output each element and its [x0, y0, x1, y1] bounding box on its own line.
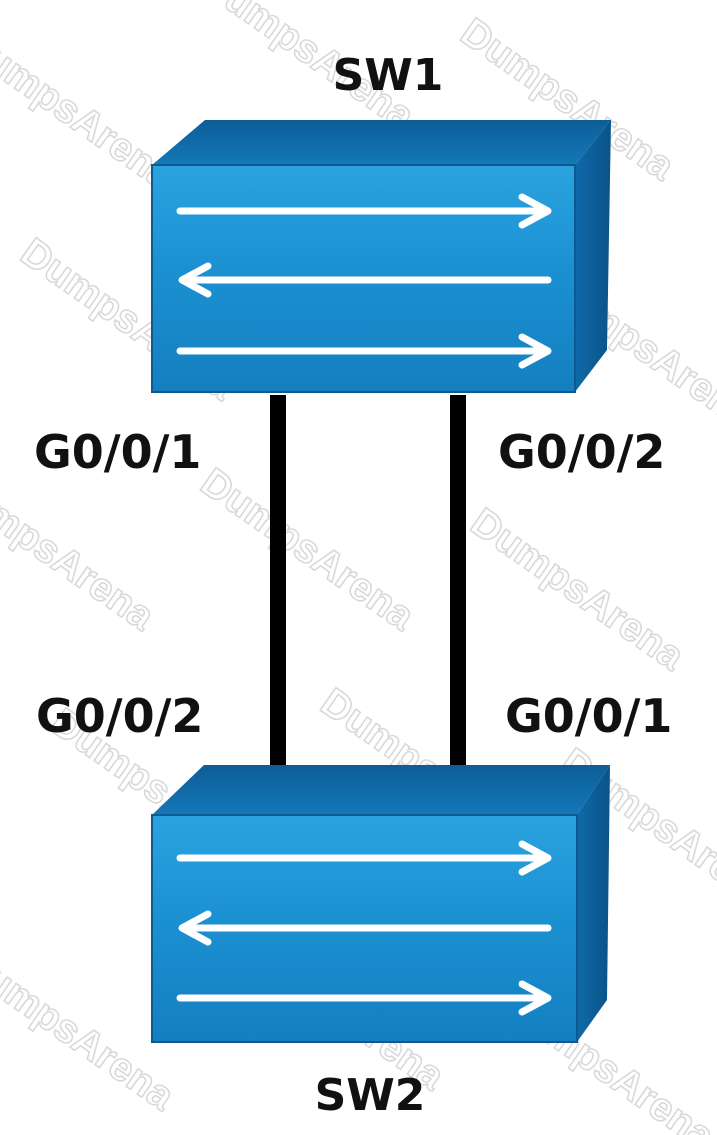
watermark-text: DumpsArena	[0, 460, 163, 639]
switch-sw2	[151, 765, 610, 1043]
port-label-sw1-left: G0/0/1	[34, 425, 201, 479]
switch-arrows-icon	[176, 840, 552, 1016]
cable-right	[450, 395, 466, 767]
port-label-sw1-right: G0/0/2	[498, 425, 665, 479]
watermark-text: DumpsArena	[463, 500, 693, 679]
port-label-sw2-left: G0/0/2	[36, 689, 203, 743]
switch-sw1	[151, 120, 611, 393]
watermark-text: DumpsArena	[193, 460, 423, 639]
switch-arrows-icon	[176, 193, 552, 369]
switch-label-sw2: SW2	[315, 1070, 426, 1121]
switch-label-sw1: SW1	[333, 50, 444, 101]
port-label-sw2-right: G0/0/1	[505, 689, 672, 743]
cable-left	[270, 395, 286, 767]
